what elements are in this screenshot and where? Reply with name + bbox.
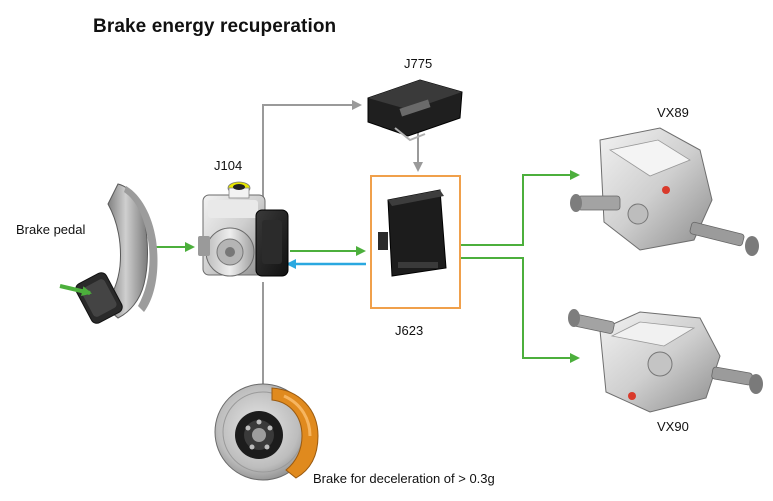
- vx89-label: VX89: [657, 105, 689, 120]
- diagram-title: Brake energy recuperation: [93, 16, 337, 37]
- grey-signal-lines: [262, 100, 423, 385]
- brake-deceleration-note: Brake for deceleration of > 0.3g: [313, 471, 495, 486]
- j623-control-unit: [378, 189, 447, 277]
- grey-line-j104-to-j775: [262, 100, 362, 205]
- j775-control-unit: [367, 79, 463, 142]
- green-arrow-j623-to-vx90: [460, 257, 580, 363]
- vx89-drive-unit: [570, 127, 759, 256]
- brake-pedal-label: Brake pedal: [16, 222, 86, 237]
- brake-pedal-illustration: [59, 183, 158, 324]
- green-arrow-j623-to-vx89: [460, 170, 580, 246]
- vx90-drive-unit: [568, 309, 763, 413]
- j104-label: J104: [214, 158, 243, 173]
- j775-label: J775: [404, 56, 433, 71]
- brake-disc-assembly: [214, 383, 319, 481]
- j104-brake-unit: [198, 181, 289, 277]
- j623-label: J623: [395, 323, 424, 338]
- vx90-label: VX90: [657, 419, 689, 434]
- green-flow-arrows: [150, 170, 580, 363]
- j623-highlight-box: [370, 175, 461, 309]
